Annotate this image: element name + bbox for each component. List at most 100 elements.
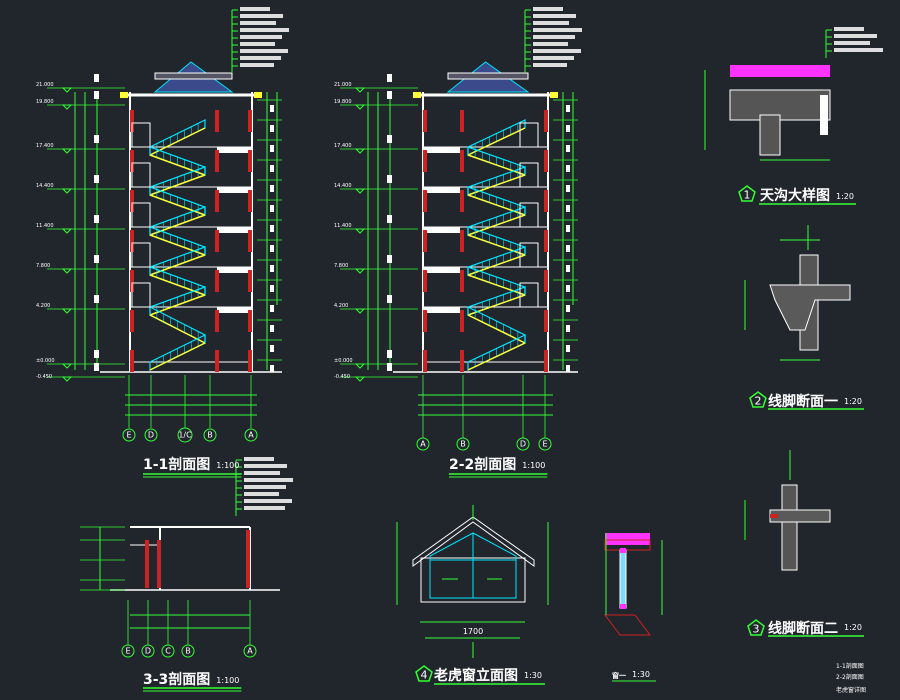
elevation-marker-icon — [354, 104, 366, 110]
elevation-label: 7.800 — [36, 263, 50, 269]
note-text-block — [533, 56, 574, 60]
window-glass — [619, 549, 627, 609]
elevation-label: 4.200 — [36, 303, 50, 309]
dimension-text-block — [94, 74, 99, 82]
floor-slab — [423, 307, 460, 313]
note-text-block — [240, 14, 283, 18]
door-frame — [519, 242, 539, 268]
stair-landing — [149, 342, 206, 371]
dimension-text-block — [94, 363, 99, 371]
elevation-marker-icon — [354, 148, 366, 154]
elevation-label: 17.400 — [36, 143, 54, 149]
stair-landing — [467, 342, 526, 371]
dimension-text-block — [566, 265, 570, 272]
window-section-title-text: 窗一 — [612, 671, 626, 680]
axis-label: 1/C — [178, 431, 192, 440]
dimension-text-block — [270, 145, 274, 152]
detail-4-title-text: 老虎窗立面图 — [434, 667, 518, 684]
roof-cap — [447, 72, 529, 80]
note-text-block — [533, 49, 581, 53]
note-text-block — [834, 34, 877, 38]
legend-note: 2-2剖面图 — [836, 673, 864, 681]
column-red — [460, 110, 464, 132]
column-red — [215, 230, 219, 252]
dimension-text-block — [270, 265, 274, 272]
column-red — [215, 270, 219, 292]
stair-landing — [149, 234, 206, 256]
elevation-label: 17.400 — [334, 143, 352, 149]
axis-label: A — [248, 431, 254, 440]
dimension-text-block — [270, 165, 274, 172]
floor-slab — [217, 227, 252, 233]
elevation-label: 11.400 — [334, 223, 352, 229]
elevation-label: 14.400 — [334, 183, 352, 189]
axis-label: D — [145, 647, 151, 656]
note-text-block — [533, 28, 582, 32]
dimension-text-block — [94, 175, 99, 183]
floor-slab — [217, 187, 252, 193]
detail-1-number: 1 — [744, 189, 751, 202]
door-frame — [519, 162, 539, 188]
note-text-block — [240, 56, 281, 60]
column-red — [130, 190, 134, 212]
note-text-block — [240, 7, 270, 11]
column-red — [544, 230, 548, 252]
stair-landing — [467, 314, 526, 344]
note-text-block — [240, 35, 282, 39]
column-red — [460, 230, 464, 252]
lintel — [604, 539, 651, 551]
dormer-window-frame — [429, 532, 517, 599]
column-red — [544, 310, 548, 332]
dimension-text-block — [387, 175, 392, 183]
axis-label: D — [148, 431, 154, 440]
note-text-block — [240, 42, 275, 46]
stair-landing — [467, 214, 526, 236]
section-2-2-scale: 1:100 — [522, 461, 545, 470]
column-red — [460, 350, 464, 372]
door-frame — [131, 202, 151, 228]
drawing-geometry — [47, 7, 883, 658]
elevation-marker-icon — [61, 104, 73, 110]
elevation-marker-icon — [61, 228, 73, 234]
dimension-text-block — [566, 205, 570, 212]
elevation-label: 21.000 — [334, 82, 352, 88]
floor-slab — [217, 147, 252, 153]
dimension-text-block — [270, 105, 274, 112]
elevation-marker-icon — [354, 376, 366, 382]
dimension-text-block — [270, 245, 274, 252]
detail-4-scale: 1:30 — [524, 671, 542, 680]
column-red — [130, 350, 134, 372]
column-red — [544, 110, 548, 132]
elevation-marker-icon — [61, 87, 73, 93]
column-red — [248, 310, 252, 332]
column-red — [460, 270, 464, 292]
elevation-labels-1-1: 21.000 19.800 17.400 14.400 11.400 7.800… — [36, 82, 55, 380]
legend-note: 老虎窗详图 — [836, 686, 866, 694]
note-text-block — [533, 21, 569, 25]
dimension-text-block — [94, 255, 99, 263]
column-red — [215, 190, 219, 212]
detail-4-title: 4 老虎窗立面图 1:30 — [415, 665, 545, 685]
detail-1-title: 1 天沟大样图 1:20 — [738, 185, 856, 205]
dimension-text-block — [387, 350, 392, 358]
gutter — [550, 92, 558, 98]
stair-landing — [149, 194, 206, 216]
note-text-block — [244, 457, 274, 461]
axis-label: E — [125, 647, 130, 656]
note-text-block — [244, 499, 292, 503]
column-red — [246, 530, 250, 588]
dimension-text-block — [270, 205, 274, 212]
floor-slab — [423, 187, 460, 193]
column-red — [460, 150, 464, 172]
note-text-block — [240, 21, 276, 25]
dimension-text-block — [94, 350, 99, 358]
dimension-text-block — [566, 325, 570, 332]
elevation-marker-icon — [61, 188, 73, 194]
axis-label: E — [542, 440, 547, 449]
detail-3-scale: 1:20 — [844, 623, 862, 632]
axis-label: D — [520, 440, 526, 449]
elevation-label: -0.450 — [36, 374, 52, 380]
stair-landing — [467, 254, 526, 276]
column-red — [248, 110, 252, 132]
